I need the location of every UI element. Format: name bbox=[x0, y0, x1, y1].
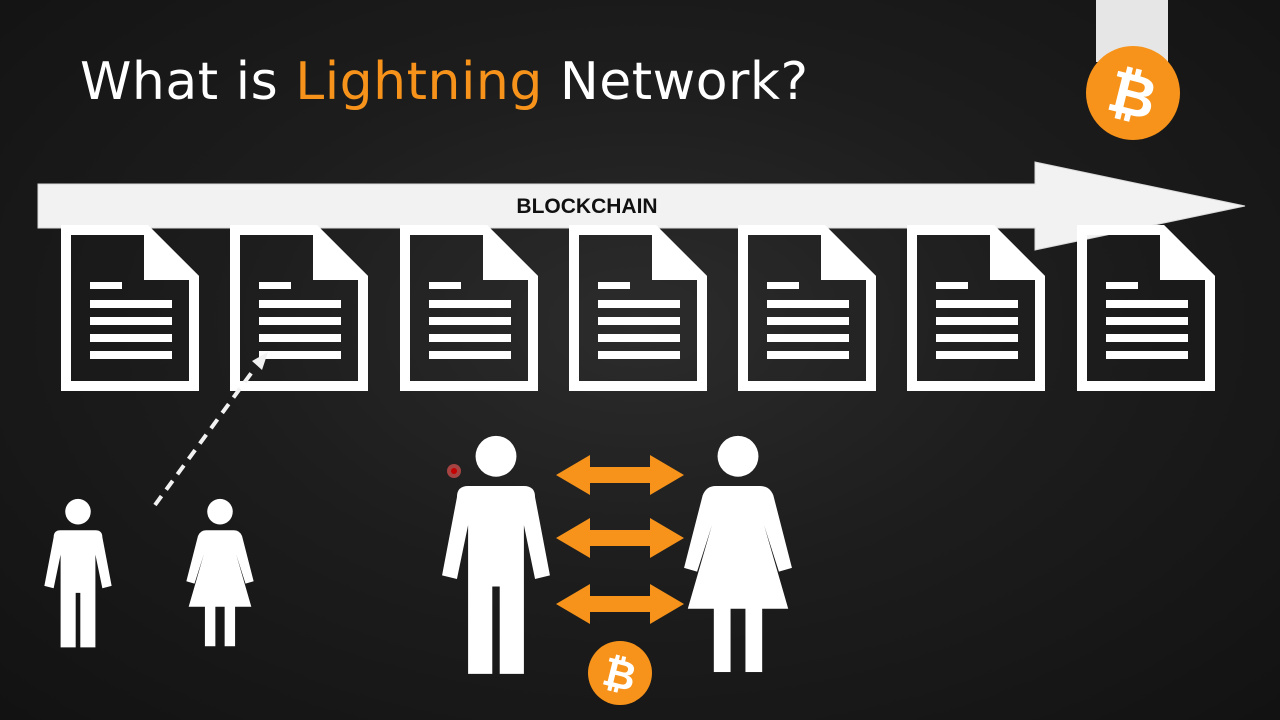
double-arrow-icon bbox=[556, 584, 684, 624]
title-suffix: Network? bbox=[559, 52, 809, 112]
title-prefix: What is bbox=[80, 52, 279, 112]
bitcoin-coin-small: ₿ bbox=[588, 641, 652, 705]
man-icon bbox=[44, 498, 112, 648]
onchain-dashed-arrow bbox=[153, 352, 268, 507]
document-icon bbox=[405, 230, 533, 386]
bitcoin-icon bbox=[1086, 46, 1180, 140]
channel-arrows bbox=[556, 455, 684, 624]
pointer-dot bbox=[447, 464, 461, 478]
blockchain-arrow: BLOCKCHAIN bbox=[37, 161, 1246, 251]
bitcoin-icon bbox=[588, 641, 652, 705]
document-icon bbox=[574, 230, 702, 386]
small-man-figure bbox=[44, 498, 112, 648]
small-woman-figure bbox=[186, 498, 254, 647]
woman-icon bbox=[684, 435, 792, 673]
double-arrow-icon bbox=[556, 455, 684, 495]
document-icon bbox=[743, 230, 871, 386]
title-highlight: Lightning bbox=[295, 52, 543, 112]
woman-icon bbox=[186, 498, 254, 647]
page-title: What is Lightning Network? bbox=[80, 52, 809, 112]
double-arrow-icon bbox=[556, 518, 684, 558]
bitcoin-logo-badge: ₿ bbox=[1086, 0, 1180, 140]
blockchain-label: BLOCKCHAIN bbox=[516, 195, 657, 218]
block-row bbox=[66, 230, 1210, 386]
large-woman-figure bbox=[684, 435, 792, 673]
document-icon bbox=[1082, 230, 1210, 386]
document-icon bbox=[66, 230, 194, 386]
document-icon bbox=[912, 230, 1040, 386]
